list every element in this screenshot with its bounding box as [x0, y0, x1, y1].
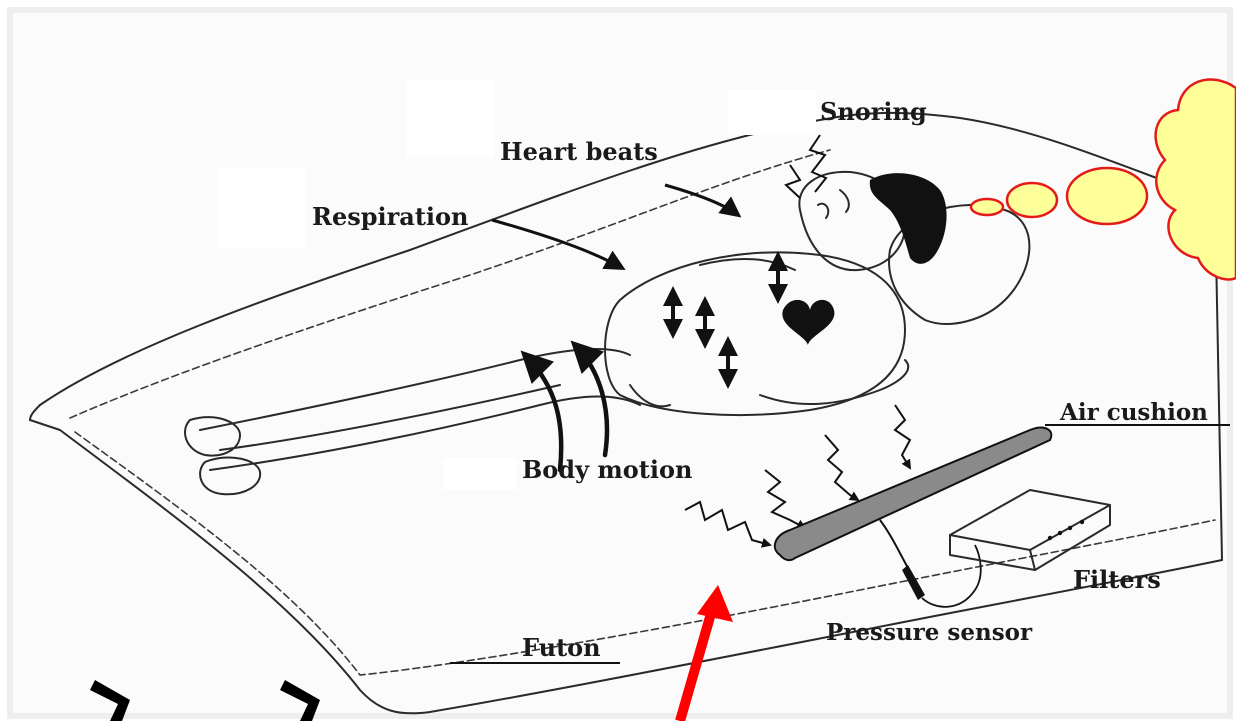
figure-frame [10, 10, 1230, 716]
label-air-cushion: Air cushion [1059, 399, 1208, 426]
label-snoring: Snoring [820, 97, 927, 126]
label-respiration: Respiration [312, 202, 468, 231]
label-filters: Filters [1073, 565, 1161, 594]
label-pressure-sensor: Pressure sensor [826, 619, 1033, 646]
label-body-motion: Body motion [522, 455, 692, 484]
label-heart-beats: Heart beats [500, 137, 658, 166]
label-futon: Futon [522, 633, 601, 662]
